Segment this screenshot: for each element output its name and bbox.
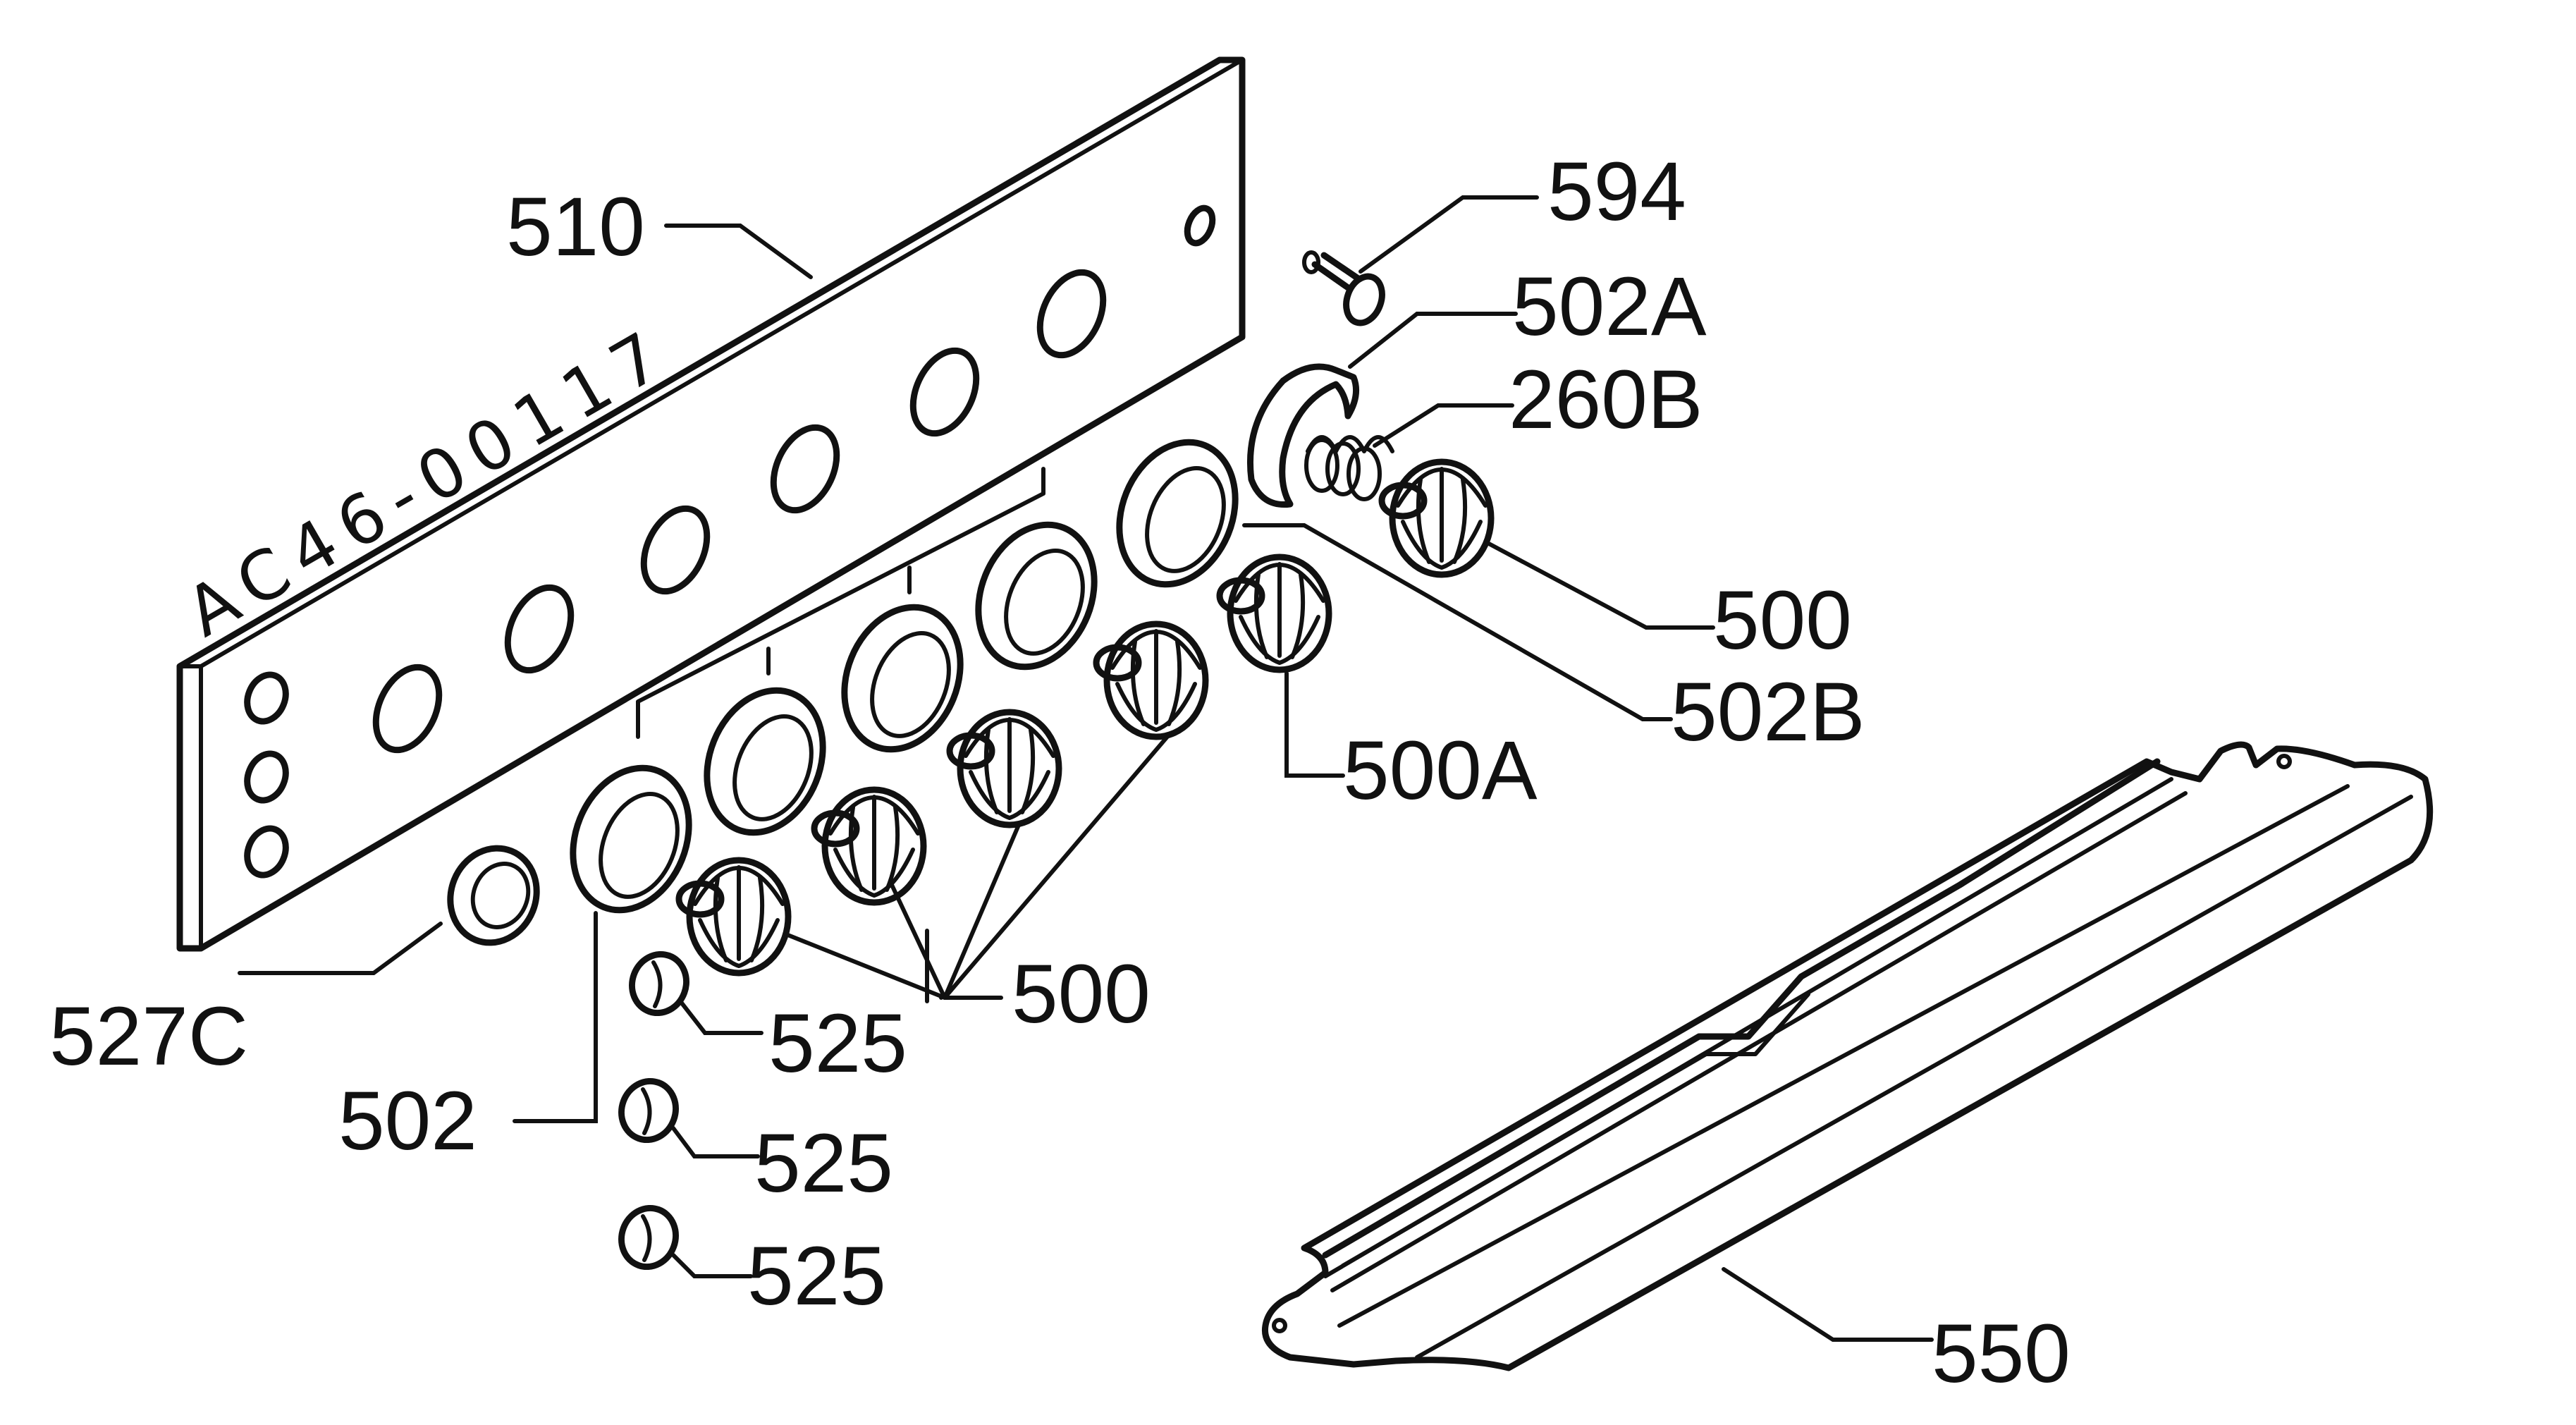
part-labels: 510 594 502A 260B 500 502B 500A 500 527C…: [49, 145, 2071, 1400]
cap-2: [613, 1074, 684, 1148]
cap-1: [624, 947, 694, 1021]
label-594: 594: [1547, 145, 1686, 238]
trim-rail-part: [1261, 741, 2434, 1371]
label-550: 550: [1932, 1307, 2071, 1400]
label-260b: 260B: [1509, 353, 1703, 446]
knob-4: [950, 712, 1059, 825]
label-500-center: 500: [1012, 948, 1151, 1041]
screw-part: [1302, 250, 1385, 326]
bushing-part: [447, 845, 540, 946]
label-500-right: 500: [1713, 574, 1852, 667]
knob-2: [679, 860, 788, 973]
cap-3: [613, 1201, 684, 1275]
knob-500a: [1220, 557, 1329, 670]
leader-lines: [238, 195, 1934, 1342]
drawing-code: AC46-00117: [173, 311, 685, 652]
large-ring-part: [1246, 363, 1360, 508]
control-panel-plate: [176, 56, 1246, 952]
label-502: 502: [338, 1075, 477, 1168]
knob-top-right: [1382, 462, 1491, 575]
ring-2: [553, 750, 710, 927]
spring-part: [1304, 435, 1394, 501]
label-527c: 527C: [49, 990, 248, 1083]
ring-5: [958, 507, 1115, 684]
ring-3: [687, 673, 844, 850]
ring-6: [1099, 424, 1256, 601]
group-brackets: [636, 467, 1045, 739]
label-502b: 502B: [1671, 666, 1865, 759]
knob-5: [1096, 624, 1206, 737]
label-500a: 500A: [1343, 724, 1538, 817]
label-525-2: 525: [754, 1117, 893, 1210]
knob-3: [814, 790, 924, 903]
label-525-3: 525: [747, 1230, 886, 1323]
label-502a: 502A: [1512, 260, 1707, 353]
label-525-1: 525: [768, 997, 907, 1090]
label-510: 510: [506, 181, 645, 274]
